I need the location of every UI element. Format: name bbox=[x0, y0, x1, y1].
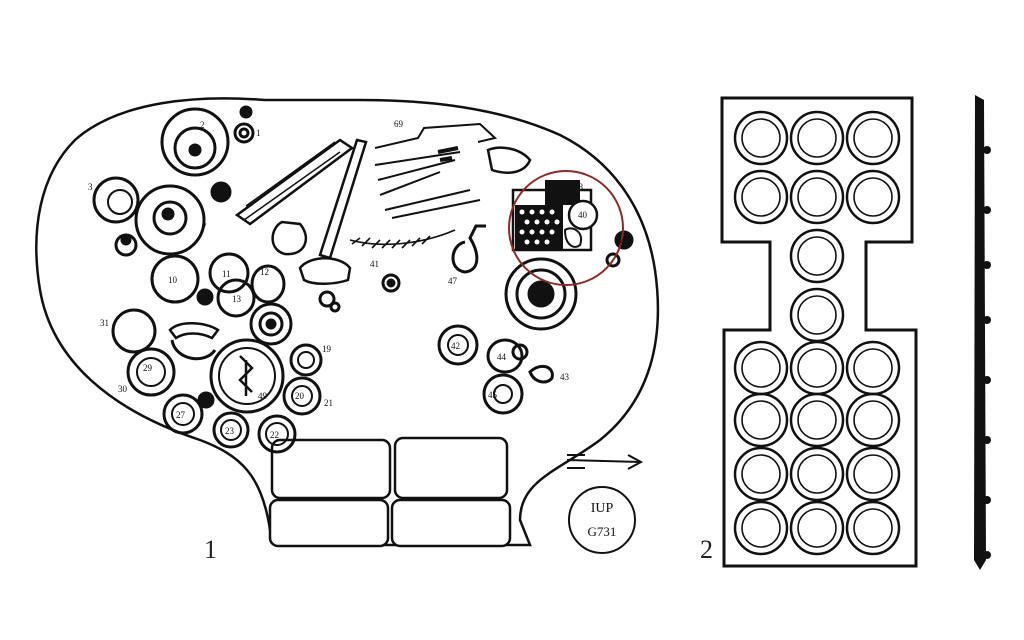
belt-plate-highlight bbox=[508, 170, 624, 286]
knot-ring-inner bbox=[853, 400, 893, 440]
knot-ring bbox=[845, 392, 901, 448]
num: 30 bbox=[118, 384, 128, 394]
num: 10 bbox=[168, 275, 178, 285]
highlight-circle bbox=[508, 170, 624, 286]
rivet bbox=[983, 316, 991, 324]
stones bbox=[268, 436, 512, 548]
num: 31 bbox=[100, 318, 109, 328]
num: 21 bbox=[324, 398, 333, 408]
knot-ring-inner bbox=[797, 400, 837, 440]
arrow-right-icon bbox=[566, 454, 644, 470]
stamp-line-1: IUP bbox=[591, 501, 614, 516]
num: 2 bbox=[200, 120, 205, 130]
num: 49 bbox=[258, 391, 268, 401]
interlace-pattern bbox=[733, 110, 901, 556]
num: 41 bbox=[370, 259, 379, 269]
num: 11 bbox=[222, 269, 231, 279]
knot-ring-inner bbox=[741, 508, 781, 548]
num: 46 bbox=[620, 236, 630, 246]
rivet bbox=[983, 261, 991, 269]
knot-ring-inner bbox=[741, 118, 781, 158]
num: 29 bbox=[143, 363, 153, 373]
figure-label-1: 1 bbox=[204, 535, 217, 564]
rivet bbox=[983, 206, 991, 214]
num: 12 bbox=[260, 267, 269, 277]
figure-label-2: 2 bbox=[700, 535, 713, 564]
rivet bbox=[983, 551, 991, 559]
grave-plan: IUP G731 1 2 3 6 7 10 11 12 13 31 29 30 … bbox=[35, 97, 660, 554]
knot-ring bbox=[845, 446, 901, 502]
num: 7 bbox=[202, 222, 207, 232]
rivet bbox=[983, 436, 991, 444]
knot-ring bbox=[789, 392, 845, 448]
stone bbox=[268, 498, 390, 548]
knot-ring-inner bbox=[853, 454, 893, 494]
catalog-stamp: IUP G731 bbox=[568, 486, 636, 554]
knot-ring bbox=[789, 110, 845, 166]
num: 22 bbox=[270, 430, 279, 440]
num: 42 bbox=[451, 341, 460, 351]
knot-ring-inner bbox=[797, 295, 837, 335]
belt-plate-drawing bbox=[720, 96, 918, 568]
rivet bbox=[983, 496, 991, 504]
num: 48 bbox=[574, 182, 584, 192]
num: 1 bbox=[256, 128, 261, 138]
plate-profile bbox=[974, 95, 991, 570]
knot-ring bbox=[733, 446, 789, 502]
num: 3 bbox=[88, 182, 93, 192]
knot-ring bbox=[845, 500, 901, 556]
num: 23 bbox=[225, 426, 235, 436]
knot-ring-inner bbox=[853, 508, 893, 548]
stone bbox=[390, 498, 512, 548]
knot-ring-inner bbox=[853, 177, 893, 217]
knot-ring bbox=[845, 110, 901, 166]
knot-ring-inner bbox=[797, 348, 837, 388]
rivet bbox=[983, 146, 991, 154]
object-numbers: 1 2 3 6 7 10 11 12 13 31 29 30 19 20 21 … bbox=[88, 119, 630, 440]
num: 20 bbox=[295, 391, 305, 401]
knot-ring-inner bbox=[797, 454, 837, 494]
knot-ring-inner bbox=[797, 236, 837, 276]
num: 43 bbox=[560, 372, 570, 382]
knot-ring-inner bbox=[741, 348, 781, 388]
skeleton bbox=[234, 122, 532, 285]
num: 13 bbox=[232, 294, 242, 304]
knot-ring bbox=[789, 500, 845, 556]
num: 44 bbox=[497, 352, 507, 362]
knot-ring bbox=[789, 169, 845, 225]
knot-ring-inner bbox=[797, 118, 837, 158]
knot-ring bbox=[733, 392, 789, 448]
grave-goods bbox=[92, 105, 634, 454]
num: 40 bbox=[578, 210, 588, 220]
knot-ring-inner bbox=[797, 177, 837, 217]
grave-outline bbox=[35, 97, 660, 547]
num: 27 bbox=[176, 410, 186, 420]
num: 45 bbox=[488, 390, 498, 400]
knot-ring bbox=[733, 169, 789, 225]
num: 69 bbox=[394, 119, 404, 129]
knot-ring-inner bbox=[741, 400, 781, 440]
rivet bbox=[983, 376, 991, 384]
knot-ring bbox=[733, 110, 789, 166]
knot-ring-inner bbox=[797, 508, 837, 548]
stamp-line-2: G731 bbox=[588, 524, 617, 539]
stone bbox=[270, 438, 392, 500]
knot-ring bbox=[789, 446, 845, 502]
stone bbox=[393, 436, 509, 500]
knot-ring bbox=[789, 228, 845, 284]
num: 6 bbox=[163, 210, 168, 220]
knot-ring-inner bbox=[741, 454, 781, 494]
knot-ring-inner bbox=[741, 177, 781, 217]
knot-ring-inner bbox=[853, 348, 893, 388]
num: 47 bbox=[448, 276, 458, 286]
knot-ring bbox=[845, 169, 901, 225]
knot-ring-inner bbox=[853, 118, 893, 158]
knot-ring bbox=[733, 500, 789, 556]
num: 19 bbox=[322, 344, 332, 354]
